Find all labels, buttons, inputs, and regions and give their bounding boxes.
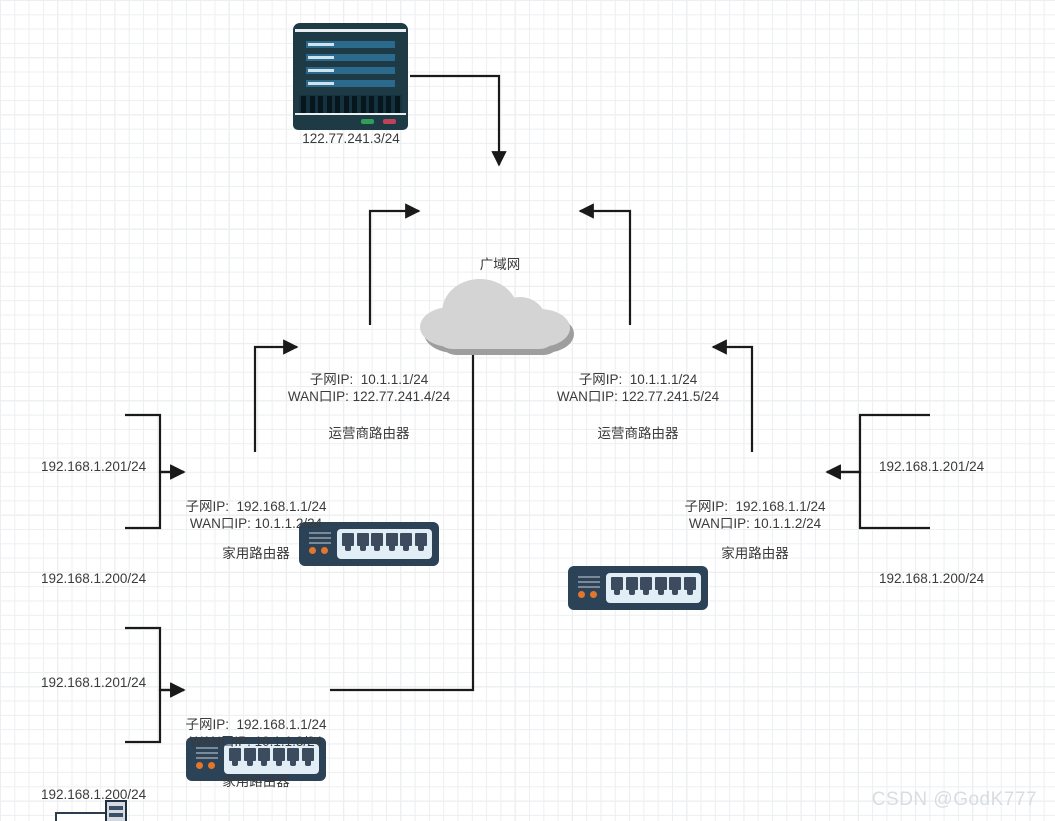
isp-router-right-name: 运营商路由器	[597, 426, 679, 441]
port	[287, 748, 300, 766]
port	[400, 533, 413, 551]
port	[243, 748, 256, 766]
isp-router-left-wan-ip: WAN口IP: 122.77.241.4/24	[287, 389, 451, 404]
port	[371, 533, 384, 551]
watermark: CSDN @GodK777	[871, 789, 1037, 810]
pc-left-top-a[interactable]	[55, 800, 127, 821]
home-router-left-bottom-name: 家用路由器	[222, 774, 290, 789]
server-bar	[306, 80, 395, 87]
server-bar	[306, 54, 395, 61]
server-vents	[299, 95, 402, 117]
switch-port-panel	[224, 744, 319, 774]
tower	[105, 800, 127, 821]
port	[385, 533, 398, 551]
port	[342, 533, 355, 551]
switch-port-panel	[606, 573, 701, 603]
isp-router-right[interactable]	[568, 566, 708, 610]
server-top-lip	[295, 29, 406, 32]
home-router-right-name: 家用路由器	[721, 546, 789, 561]
isp-router-right-subnet-ip: 子网IP: 10.1.1.1/24	[578, 372, 698, 387]
vent-slot	[326, 96, 332, 116]
home-router-left-top[interactable]	[186, 737, 326, 781]
switch-leds	[578, 591, 597, 598]
isp-router-left-subnet-ip: 子网IP: 10.1.1.1/24	[309, 372, 429, 387]
port	[301, 748, 314, 766]
server-label: 122.77.241.3/24	[302, 131, 400, 146]
server-base	[295, 113, 406, 127]
pc-left-top-b-label: 192.168.1.200/24	[41, 571, 147, 586]
server-bar	[306, 67, 395, 74]
switch-leds	[196, 762, 215, 769]
home-router-right-subnet-ip: 子网IP: 192.168.1.1/24	[684, 499, 826, 514]
port	[640, 577, 653, 595]
vent-slot	[377, 96, 383, 116]
home-router-left-top-name: 家用路由器	[222, 546, 290, 561]
port	[669, 577, 682, 595]
vent-slot	[309, 96, 315, 116]
status-led-green	[361, 119, 374, 124]
server-bar	[306, 41, 395, 48]
port	[414, 533, 427, 551]
cloud-label: 广域网	[479, 257, 521, 272]
vent-slot	[352, 96, 358, 116]
port	[258, 748, 271, 766]
isp-router-left[interactable]	[299, 522, 439, 566]
monitor	[55, 812, 108, 821]
port	[356, 533, 369, 551]
edge-isp-right-to-cloud	[578, 203, 632, 325]
home-router-left-top-wan-ip: WAN口IP: 10.1.1.2/24	[189, 516, 323, 531]
home-router-right-wan-ip: WAN口IP: 10.1.1.2/24	[688, 516, 822, 531]
switch-port-panel	[337, 529, 432, 559]
vent-slot	[301, 96, 306, 116]
vent-slot	[369, 96, 375, 116]
vent-slot	[318, 96, 324, 116]
pc-left-bottom-a-label: 192.168.1.201/24	[41, 675, 147, 690]
switch-leds	[309, 547, 328, 554]
port	[683, 577, 696, 595]
edge-isp-left-to-cloud	[368, 203, 421, 325]
port	[611, 577, 624, 595]
home-router-left-top-subnet-ip: 子网IP: 192.168.1.1/24	[185, 499, 327, 514]
switch-vent-lines	[309, 532, 331, 547]
cloud-icon[interactable]	[420, 275, 580, 365]
vent-slot	[360, 96, 366, 116]
switch-vent-lines	[578, 576, 600, 591]
home-router-left-bottom-subnet-ip: 子网IP: 192.168.1.1/24	[185, 717, 327, 732]
home-router-left-bottom-wan-ip: WAN口IP: 10.1.1.3/24	[189, 734, 323, 749]
vent-slot	[335, 96, 341, 116]
cloud-shape	[420, 275, 572, 355]
port	[229, 748, 242, 766]
port	[654, 577, 667, 595]
vent-slot	[394, 96, 400, 116]
switch-vent-lines	[196, 747, 218, 762]
edge-server-to-cloud	[410, 74, 507, 167]
isp-router-right-wan-ip: WAN口IP: 122.77.241.5/24	[556, 389, 720, 404]
server-screen	[306, 39, 395, 89]
pc-right-a-label: 192.168.1.201/24	[879, 459, 985, 474]
server-icon[interactable]	[293, 23, 408, 130]
pc-right-b-label: 192.168.1.200/24	[879, 571, 985, 586]
isp-router-left-name: 运营商路由器	[328, 426, 410, 441]
status-led-red	[383, 119, 396, 124]
vent-slot	[343, 96, 349, 116]
port	[625, 577, 638, 595]
port	[272, 748, 285, 766]
pc-left-bottom-b-label: 192.168.1.200/24	[41, 787, 147, 802]
pc-left-top-a-label: 192.168.1.201/24	[41, 459, 147, 474]
vent-slot	[386, 96, 392, 116]
